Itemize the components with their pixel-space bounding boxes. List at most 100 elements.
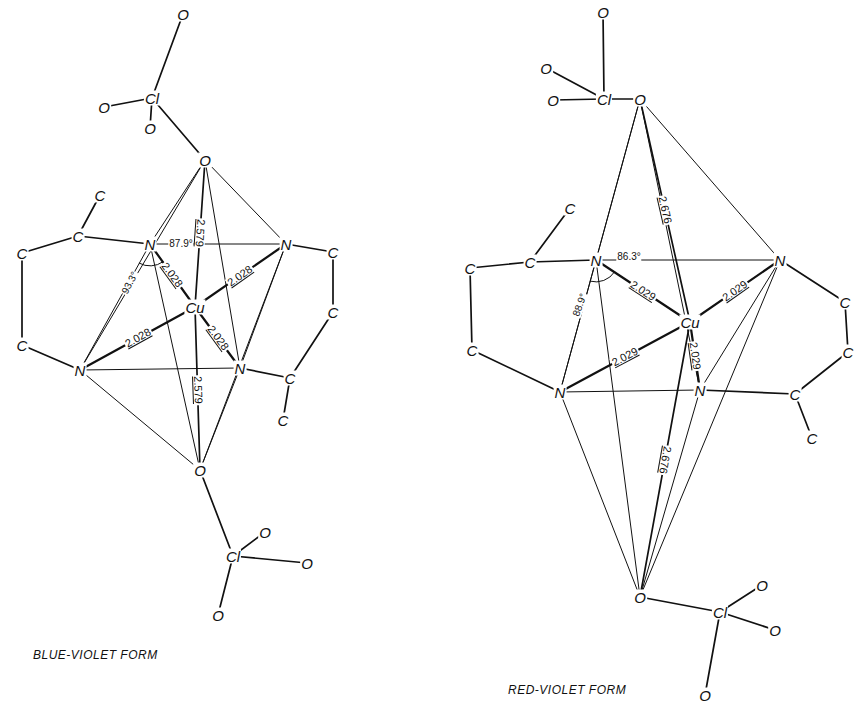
bond-line (195, 244, 286, 307)
atom-label: C (277, 413, 290, 428)
bond-line (200, 368, 240, 470)
bond-line (640, 322, 690, 597)
atom-label: N (144, 237, 157, 252)
atom-label: C (524, 255, 537, 270)
bond-line (78, 236, 150, 244)
atom-label: N (694, 383, 707, 398)
right-complex (470, 12, 848, 695)
bond-line (690, 260, 780, 322)
atom-label: C (327, 305, 340, 320)
bond-line (640, 390, 700, 597)
atom-label: O (546, 93, 560, 108)
bond-line (332, 252, 334, 312)
bond-line (640, 99, 780, 260)
bond-line (560, 390, 700, 392)
atom-label: C (466, 343, 479, 358)
atom-label: C (464, 261, 477, 276)
bond-line (705, 612, 720, 695)
bond-line (590, 272, 614, 282)
atom-label: C (806, 431, 819, 446)
atom-label: C (16, 246, 29, 261)
atom-label: O (258, 525, 272, 540)
bond-length: 2.029 (687, 341, 702, 372)
bond-angle: 87.9° (168, 239, 193, 249)
bond-line (700, 260, 780, 390)
atom-label: N (590, 253, 603, 268)
bond-line (152, 14, 183, 98)
bond-angle: 88.9° (571, 291, 589, 318)
bond-line (150, 244, 200, 470)
bond-length: 2.579 (193, 218, 206, 248)
atom-label: C (327, 245, 340, 260)
bond-line (200, 244, 286, 470)
bond-length: 2.029 (720, 278, 750, 304)
form-caption: RED-VIOLET FORM (507, 684, 627, 696)
bond-line (530, 260, 596, 262)
bond-line (596, 260, 690, 322)
bond-line (200, 470, 233, 556)
bond-line (780, 260, 845, 302)
bond-length: 2.676 (657, 445, 673, 476)
atom-label: Cl (712, 605, 728, 620)
atom-label: O (198, 153, 212, 168)
atom-label: N (774, 253, 787, 268)
bond-line (21, 253, 23, 345)
atom-label: N (280, 237, 293, 252)
bond-line (560, 322, 690, 392)
atom-label: O (97, 100, 111, 115)
bond-length: 2.579 (192, 375, 204, 405)
bond-line (720, 612, 775, 630)
left-complex (22, 14, 333, 615)
bond-line (472, 350, 560, 392)
atom-label: O (633, 590, 647, 605)
bond-length: 2.676 (656, 194, 673, 225)
bond-line (152, 98, 205, 160)
bond-length: 2.028 (122, 326, 153, 350)
bond-line (80, 368, 240, 370)
bond-line (640, 597, 720, 612)
atom-label: O (596, 5, 610, 20)
atom-label: O (300, 556, 314, 571)
atom-label: Cu (679, 315, 700, 330)
atom-label: Cl (144, 91, 160, 106)
bond-line (290, 312, 333, 378)
atom-label: O (768, 623, 782, 638)
atom-label: C (842, 345, 855, 360)
atom-label: C (284, 371, 297, 386)
form-caption: BLUE-VIOLET FORM (32, 649, 159, 661)
bond-line (205, 160, 240, 368)
atom-label: C (789, 387, 802, 402)
bond-line (22, 236, 78, 253)
atom-label: O (755, 578, 769, 593)
bond-length: 2.028 (225, 263, 255, 289)
bond-length: 2.029 (628, 278, 659, 303)
atom-label: C (72, 229, 85, 244)
bond-line (470, 262, 530, 268)
atom-label: O (698, 688, 712, 703)
bond-line (80, 370, 200, 470)
bond-line (22, 345, 80, 370)
atom-label: N (234, 361, 247, 376)
atom-label: C (16, 338, 29, 353)
bond-line (80, 307, 195, 370)
atom-label: Cu (184, 300, 205, 315)
bond-length: 2.028 (159, 260, 185, 290)
atom-label: C (94, 188, 107, 203)
bond-line (640, 260, 780, 597)
atom-label: Cl (225, 549, 241, 564)
bond-line (603, 12, 604, 99)
bond-length: 2.029 (609, 345, 640, 369)
atom-label: Cl (596, 92, 612, 107)
atom-label: O (176, 7, 190, 22)
atom-label: O (211, 608, 225, 623)
atom-label: O (193, 463, 207, 478)
atom-label: N (554, 385, 567, 400)
bond-line (560, 99, 640, 392)
bond-angle: 86.3° (616, 252, 641, 262)
atom-label: C (839, 295, 852, 310)
bond-line (233, 556, 307, 563)
bond-line (195, 307, 240, 368)
bond-line (560, 392, 640, 597)
